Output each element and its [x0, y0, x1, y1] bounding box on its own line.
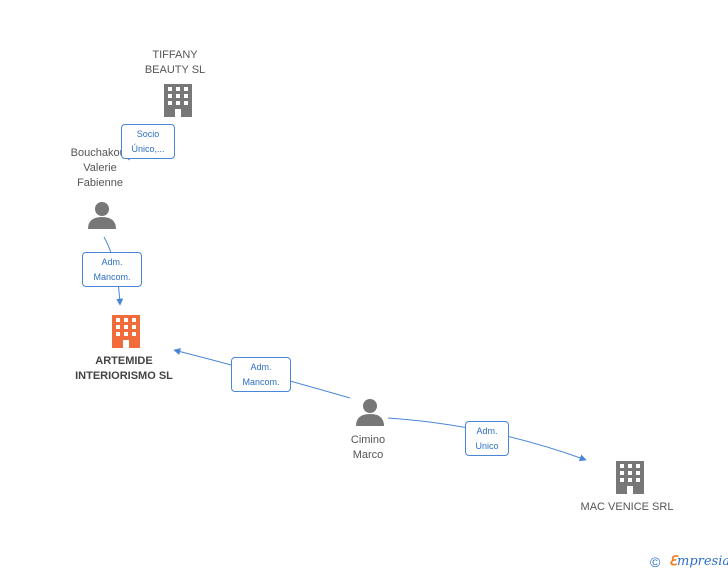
macvenice-label[interactable]: MAC VENICE SRL: [572, 500, 682, 515]
bouchakour-label-line1: Bouchakour: [70, 147, 130, 159]
artemide-label-line2: INTERIORISMO SL: [75, 370, 173, 382]
artemide-label[interactable]: ARTEMIDE INTERIORISMO SL: [64, 354, 184, 384]
edge-label-socio-line2: Único,...: [131, 144, 165, 154]
macvenice-label-line1: MAC VENICE SRL: [580, 501, 674, 513]
cimino-label-line1: Cimino: [350, 434, 386, 446]
cimino-label[interactable]: Cimino Marco: [328, 433, 408, 463]
artemide-building-icon[interactable]: [112, 315, 140, 348]
cimino-label-line2: Marco: [352, 449, 384, 461]
bouchakour-label[interactable]: Bouchakour Valerie Fabienne: [55, 146, 145, 191]
tiffany-label-line2: BEAUTY SL: [144, 64, 206, 76]
edge-label-adm-bouchakour-line1: Adm.: [101, 257, 123, 267]
bouchakour-label-line3: Fabienne: [77, 177, 123, 189]
bouchakour-person-icon[interactable]: [88, 202, 116, 229]
artemide-label-line1: ARTEMIDE: [95, 355, 153, 367]
edge-label-adm-cimino-artemide-line1: Adm.: [250, 362, 272, 372]
macvenice-building-icon[interactable]: [616, 461, 644, 494]
edge-label-adm-cimino-artemide[interactable]: Adm. Mancom.: [231, 357, 291, 392]
edge-label-socio[interactable]: Socio Único,...: [121, 124, 175, 159]
cimino-person-icon[interactable]: [356, 399, 384, 426]
edge-label-adm-cimino-artemide-line2: Mancom.: [242, 377, 280, 387]
empresia-logo-e: ℇ: [669, 554, 677, 569]
edge-label-adm-cimino-macvenice-line2: Unico: [475, 441, 499, 451]
tiffany-building-icon[interactable]: [164, 84, 192, 117]
edge-label-adm-bouchakour[interactable]: Adm. Mancom.: [82, 252, 142, 287]
edge-label-adm-cimino-macvenice-line1: Adm.: [476, 426, 498, 436]
copyright-icon: ©: [650, 554, 661, 570]
tiffany-label[interactable]: TIFFANY BEAUTY SL: [130, 48, 220, 78]
bouchakour-label-line2: Valerie: [83, 162, 117, 174]
edge-label-adm-cimino-macvenice[interactable]: Adm. Unico: [465, 421, 509, 456]
tiffany-label-line1: TIFFANY: [152, 49, 198, 61]
empresia-logo: ℇmpresia: [669, 554, 728, 569]
empresia-logo-text: mpresia: [677, 554, 728, 569]
edge-label-socio-line1: Socio: [136, 129, 160, 139]
edge-label-adm-bouchakour-line2: Mancom.: [93, 272, 131, 282]
